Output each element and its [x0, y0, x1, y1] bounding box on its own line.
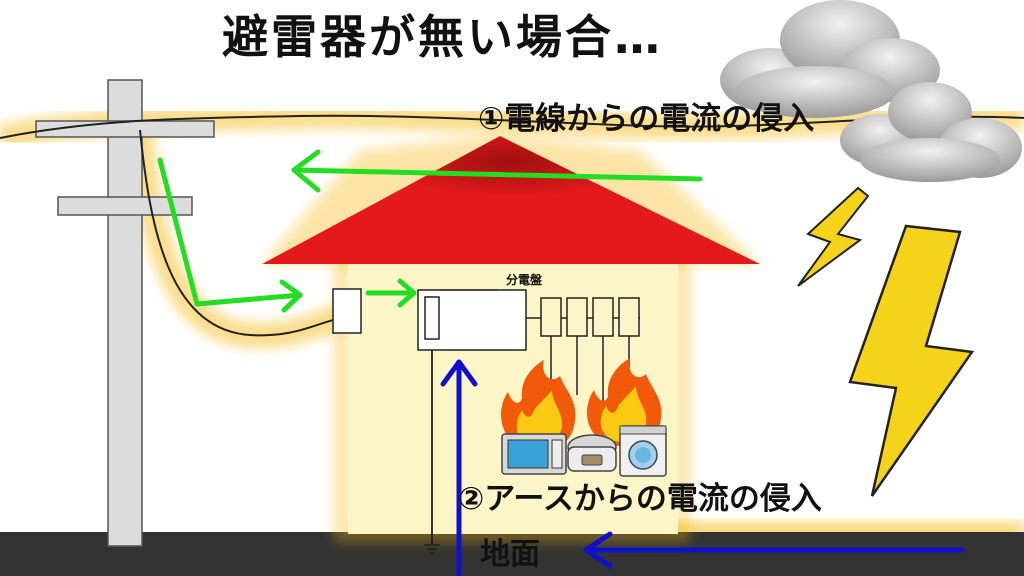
rice-cooker-icon	[567, 434, 617, 472]
earth-symbol	[424, 544, 440, 554]
pole-crossarm-upper	[35, 120, 215, 138]
fire-icon	[501, 360, 576, 451]
lightning-bolt-icon	[797, 186, 870, 287]
page-title: 避雷器が無い場合…	[222, 10, 663, 64]
cloud-icon	[720, 0, 940, 118]
washing-machine-icon	[619, 425, 667, 477]
branch-breaker	[618, 297, 640, 337]
path1-label: ①電線からの電流の侵入	[478, 101, 815, 137]
service-drop-wire	[139, 129, 346, 337]
power-line	[0, 114, 1024, 139]
main-breaker	[424, 296, 440, 340]
path1-arrow	[157, 157, 303, 313]
electric-meter	[332, 288, 362, 334]
branch-breaker	[592, 297, 614, 337]
path2-arrow	[440, 359, 478, 576]
pole-crossarm-lower	[57, 196, 193, 216]
path1-arrow	[291, 149, 703, 193]
utility-pole	[107, 79, 143, 547]
path2-label: ②アースからの電流の侵入	[458, 481, 822, 517]
microwave-icon	[501, 433, 567, 475]
cloud-icon	[840, 82, 1022, 182]
lightning-bolt-icon	[848, 224, 975, 497]
branch-breaker	[540, 297, 562, 337]
panel-label: 分電盤	[506, 273, 543, 287]
house-roof	[262, 136, 760, 264]
branch-breaker	[566, 297, 588, 337]
ground-label: 地面	[480, 537, 540, 572]
path1-arrow	[365, 278, 417, 308]
path2-arrow	[583, 531, 965, 569]
